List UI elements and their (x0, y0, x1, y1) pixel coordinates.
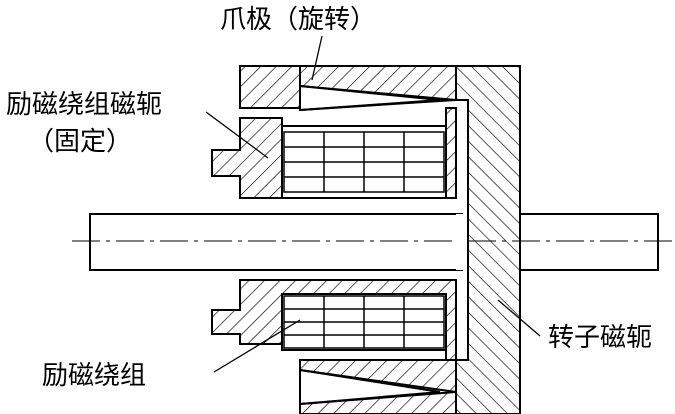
shaft (72, 213, 675, 271)
label-rotor-yoke: 转子磁轭 (548, 323, 652, 353)
claw-pole-lower (299, 359, 457, 414)
claw-pole-upper (239, 65, 457, 112)
label-field-yoke-line1: 励磁绕组磁轭 (6, 90, 162, 120)
label-claw-pole: 爪极（旋转） (220, 5, 376, 35)
leader-field-yoke (205, 111, 269, 159)
rotor-yoke (455, 65, 521, 414)
field-winding-lower (283, 295, 445, 349)
field-winding-upper (283, 131, 445, 193)
label-field-yoke-line2: （固定） (28, 127, 132, 157)
leader-field-winding (213, 319, 301, 373)
leader-rotor-yoke (497, 299, 541, 337)
leader-claw-pole (311, 35, 323, 81)
label-field-winding: 励磁绕组 (42, 361, 146, 391)
